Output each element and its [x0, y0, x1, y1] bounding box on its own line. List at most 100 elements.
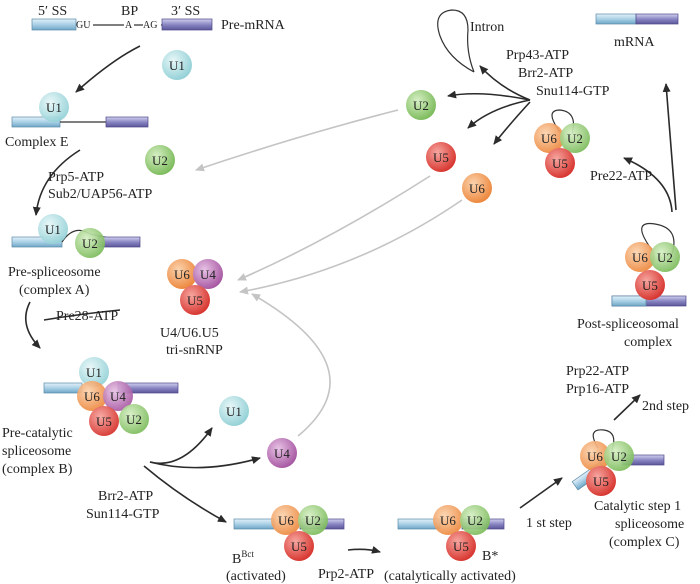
u2-text: U2	[152, 153, 168, 168]
complex-e-label: Complex E	[5, 135, 68, 150]
snrnp-u2: U2	[406, 90, 436, 120]
bact-main: B	[232, 552, 241, 567]
prp16-label: Prp16-ATP	[566, 382, 629, 397]
recycle-u4-arrow	[251, 293, 331, 437]
catalytic-label-2: spliceosome	[615, 517, 684, 532]
arrow-u4-release	[149, 456, 261, 469]
bact-sup: Bct	[241, 549, 254, 559]
snrnp-u2: U2	[560, 123, 590, 153]
u6-text: U6	[632, 250, 648, 265]
prp43-label: Prp43-ATP	[506, 48, 569, 63]
a-sequence: A	[125, 20, 133, 31]
snu114-label: Snu114-GTP	[536, 84, 610, 99]
complex-c-intron-loop	[592, 429, 615, 451]
bstar-label: B*	[482, 549, 498, 564]
post-label-2: complex	[624, 335, 672, 350]
post-intron-loop	[641, 222, 675, 255]
bstar-sub-label: (catalytically activated)	[384, 569, 516, 584]
u2-text: U2	[413, 98, 429, 113]
u6-text: U6	[278, 513, 294, 528]
five-prime-ss-label: 5′ SS	[38, 4, 67, 19]
arrow-release-intron	[479, 65, 531, 101]
bact-exon-5	[233, 518, 275, 530]
pre-catalytic-label-3: (complex B)	[2, 462, 73, 477]
u4-text: U4	[274, 446, 290, 461]
u2-text: U2	[657, 250, 673, 265]
pre-catalytic-label-1: Pre-catalytic	[2, 426, 73, 441]
u4-text: U4	[200, 267, 216, 282]
prp5-label: Prp5-ATP	[48, 170, 104, 185]
u2-text: U2	[82, 236, 98, 251]
arrow-tri-snrnp-joins	[43, 309, 121, 321]
sub2-label: Sub2/UAP56-ATP	[48, 187, 152, 202]
intron-lariat	[437, 9, 475, 73]
arrow-u1-release	[149, 427, 213, 464]
snrnp-u6: U6	[167, 259, 197, 289]
complex-b-exon-5	[43, 382, 83, 394]
u1-text: U1	[169, 58, 185, 73]
post-mrna-bar-left	[611, 295, 647, 307]
three-prime-ss-label: 3′ SS	[171, 4, 200, 19]
u5-text: U5	[642, 278, 658, 293]
prp22-c-label: Prp22-ATP	[566, 364, 629, 379]
snrnp-u5: U5	[89, 406, 119, 436]
snrnp-u6: U6	[580, 441, 610, 471]
u4-text: U4	[110, 389, 126, 404]
mrna-label: mRNA	[614, 35, 655, 50]
snrnp-u5: U5	[545, 148, 575, 178]
u1-text: U1	[45, 222, 61, 237]
sun114-label: Sun114-GTP	[86, 507, 160, 522]
first-step-label: 1 st step	[526, 516, 572, 531]
u2-text: U2	[305, 513, 321, 528]
u2-text: U2	[611, 449, 627, 464]
u1-text: U1	[46, 100, 62, 115]
mrna-exon-3	[635, 13, 679, 25]
recycle-u6-arrow	[239, 199, 463, 295]
arrow-second-step	[613, 394, 641, 421]
snrnp-u6: U6	[271, 505, 301, 535]
snrnp-u1: U1	[79, 357, 109, 387]
u6-text: U6	[174, 267, 190, 282]
snrnp-u6: U6	[462, 173, 492, 203]
ag-sequence: AG	[143, 20, 157, 31]
u6-text: U6	[541, 131, 557, 146]
arrow-b-to-bact	[143, 465, 227, 523]
snrnp-u6: U6	[433, 505, 463, 535]
u5-text: U5	[433, 150, 449, 165]
pre22-label: Pre22-ATP	[590, 169, 652, 184]
second-step-label: 2nd step	[642, 399, 689, 414]
snrnp-u2: U2	[604, 441, 634, 471]
u5-text: U5	[187, 293, 203, 308]
u5-text: U5	[593, 474, 609, 489]
snrnp-u1: U1	[39, 92, 69, 122]
snrnp-u2: U2	[298, 505, 328, 535]
snrnp-u6: U6	[625, 242, 655, 272]
brr2-b-label: Brr2-ATP	[98, 489, 153, 504]
bp-label-bg	[124, 19, 134, 30]
bact-sub-label: (activated)	[226, 569, 286, 584]
mrna-exon-5	[595, 13, 637, 25]
arrow-release-u2	[447, 90, 531, 101]
arrow-complex-e-to-a	[32, 149, 81, 216]
snrnp-u5: U5	[284, 531, 314, 561]
u2-text: U2	[567, 131, 583, 146]
u5-text: U5	[453, 539, 469, 554]
tri-snrnp-label-1: U4/U6.U5	[160, 326, 219, 341]
u1-text: U1	[86, 365, 102, 380]
tri-snrnp-label-2: tri-snRNP	[166, 343, 223, 358]
pre-mrna-exon-5	[31, 18, 77, 31]
snrnp-u4: U4	[267, 438, 297, 468]
ils-intron-loop	[551, 109, 575, 135]
snrnp-u1: U1	[219, 396, 249, 426]
pre28-label: Pre28-ATP	[56, 309, 118, 324]
u6-text: U6	[469, 181, 485, 196]
arrow-first-step	[519, 477, 563, 509]
arrow-release-u6	[493, 101, 531, 145]
snrnp-u5: U5	[426, 142, 456, 172]
snrnp-u2: U2	[460, 505, 490, 535]
arrow-bact-to-bstar	[347, 545, 381, 554]
pre-mrna-label: Pre-mRNA	[221, 18, 286, 33]
complex-e-exon-3	[105, 116, 149, 128]
snrnp-u2: U2	[650, 242, 680, 272]
u6-text: U6	[587, 449, 603, 464]
